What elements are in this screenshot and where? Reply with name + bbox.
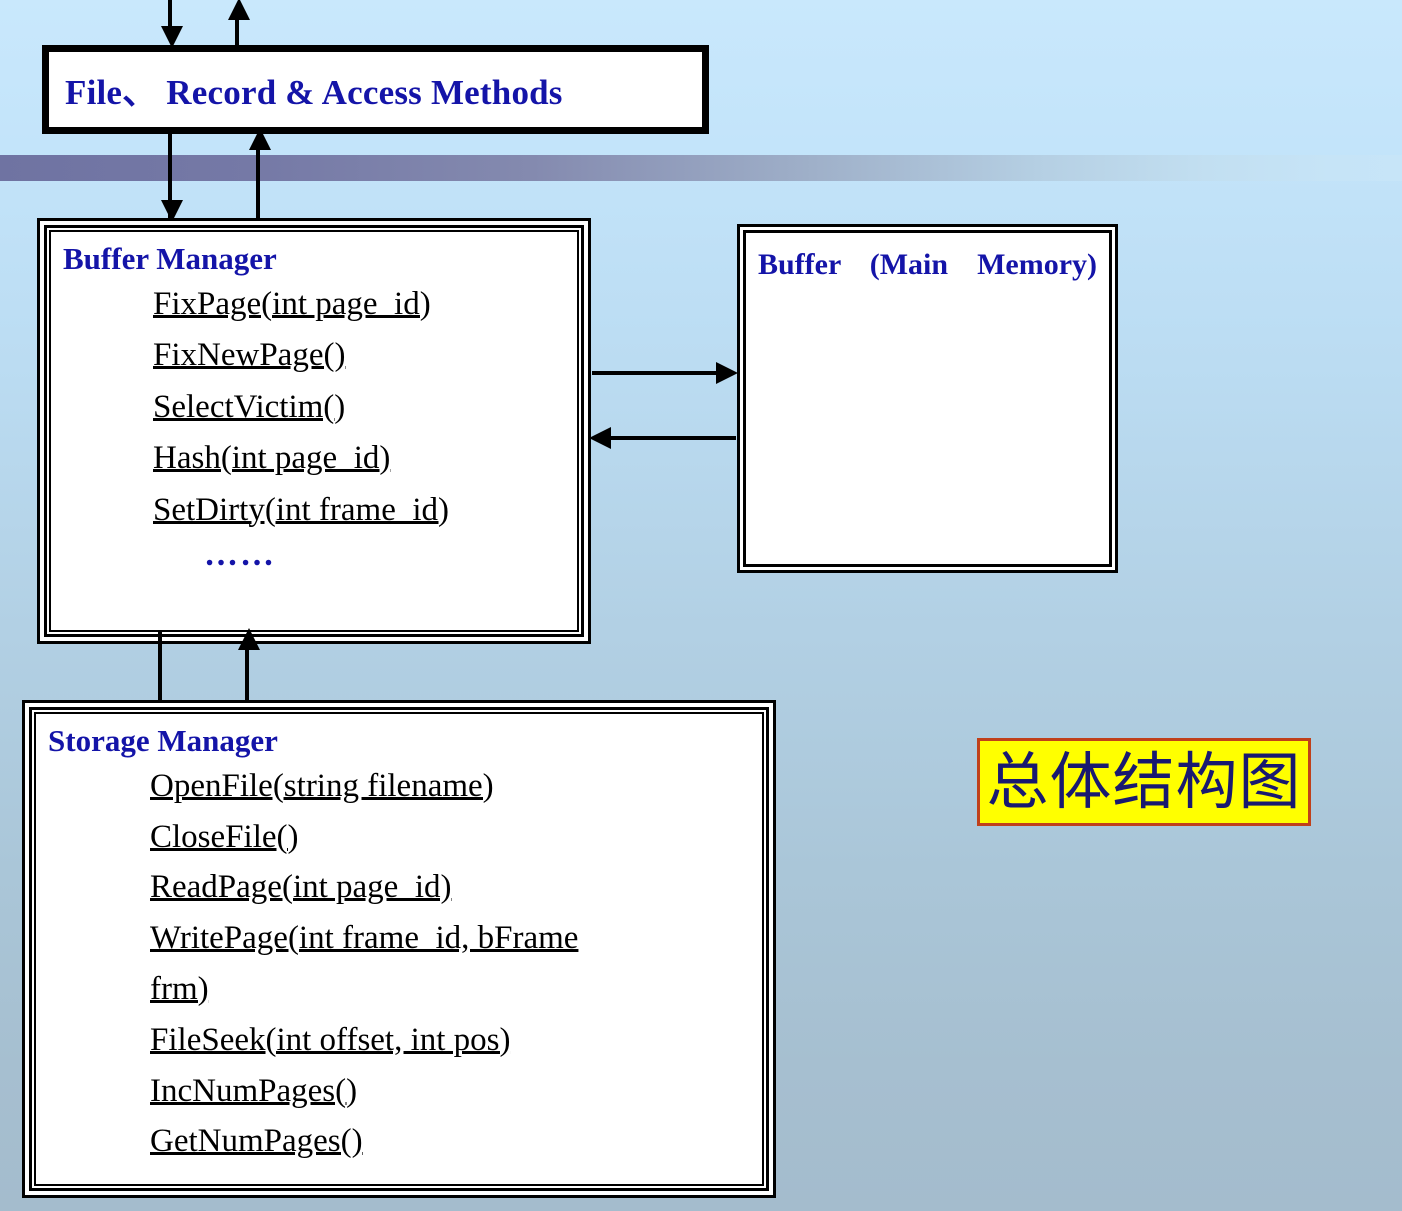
file-record-access-methods-box: File、 Record & Access Methods — [42, 45, 709, 134]
overall-structure-caption-box: 总体结构图 — [977, 738, 1311, 826]
buffer-manager-method-list: FixPage(int page_id) FixNewPage() Select… — [57, 279, 571, 536]
method-item: SetDirty(int frame_id) — [153, 491, 450, 528]
arrow-into-file-head — [161, 26, 183, 48]
storage-manager-title: Storage Manager — [48, 723, 278, 758]
method-item: OpenFile(string filename) — [150, 767, 494, 804]
arrow-file-to-buffermanager-head — [161, 200, 183, 222]
buffer-manager-title: Buffer Manager — [63, 241, 277, 276]
arrow-buffermanager-to-buffer-head — [716, 362, 738, 384]
arrow-buffermanager-to-file-shaft — [256, 140, 260, 222]
buffer-main-memory-title: Buffer (Main Memory) — [758, 248, 1097, 281]
method-item: CloseFile() — [150, 818, 299, 855]
arrow-buffer-to-buffermanager-head — [589, 427, 611, 449]
method-item: FileSeek(int offset, int pos) — [150, 1021, 511, 1058]
file-record-access-methods-title: File、 Record & Access Methods — [65, 73, 563, 112]
method-item: ReadPage(int page_id) — [150, 869, 452, 906]
method-item: Hash(int page_id) — [153, 440, 391, 477]
storage-manager-box: Storage Manager OpenFile(string filename… — [22, 700, 776, 1198]
arrow-storage-to-buffermanager-shaft — [245, 640, 249, 740]
arrow-out-of-file-shaft — [235, 10, 239, 45]
arrow-file-to-buffermanager-shaft — [168, 134, 172, 220]
buffer-manager-box: Buffer Manager FixPage(int page_id) FixN… — [37, 218, 591, 644]
buffer-main-memory-box: Buffer (Main Memory) — [737, 224, 1118, 573]
arrow-buffermanager-to-file-head — [249, 128, 271, 150]
method-item: FixNewPage() — [153, 337, 346, 374]
method-item: GetNumPages() — [150, 1123, 363, 1160]
arrow-buffermanager-to-storage-shaft — [158, 630, 162, 730]
method-item: IncNumPages() — [150, 1072, 358, 1109]
method-item: SelectVictim() — [153, 388, 346, 425]
arrow-buffermanager-to-buffer-shaft — [592, 371, 732, 375]
decorative-band — [0, 155, 1402, 181]
arrow-into-file-shaft — [168, 0, 172, 30]
method-item: FixPage(int page_id) — [153, 285, 431, 322]
storage-manager-method-list: OpenFile(string filename) CloseFile() Re… — [42, 761, 756, 1168]
arrow-out-of-file-head — [228, 0, 250, 20]
buffer-manager-ellipsis: …… — [204, 536, 276, 574]
arrow-storage-to-buffermanager-head — [238, 628, 260, 650]
method-item: WritePage(int frame_id, bFrame frm) — [150, 920, 579, 1007]
overall-structure-caption-text: 总体结构图 — [986, 745, 1302, 818]
arrow-buffer-to-buffermanager-shaft — [596, 436, 736, 440]
